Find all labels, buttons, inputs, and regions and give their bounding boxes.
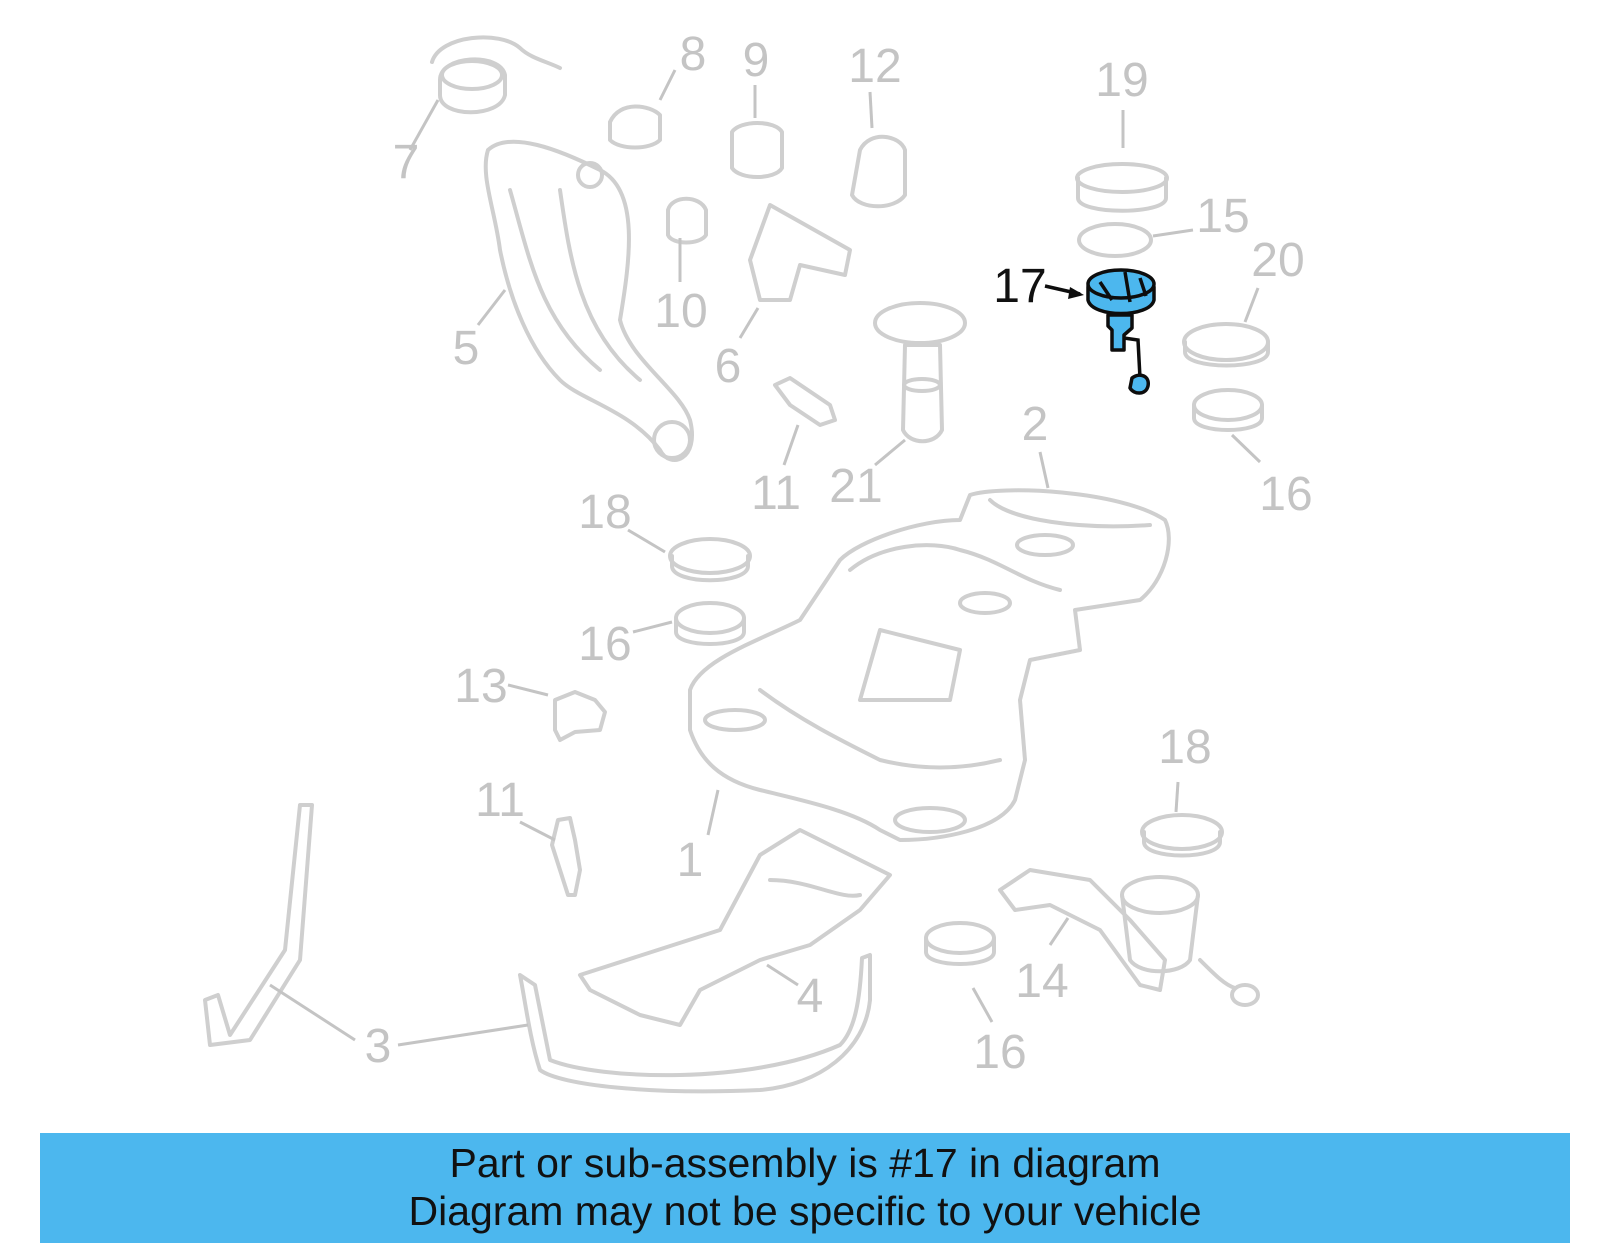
part-10-clip [666, 196, 708, 245]
callout-15: 15 [1196, 190, 1249, 243]
part-3-strap-left [203, 803, 314, 1047]
callout-16-bottom: 16 [973, 1026, 1026, 1079]
part-17-fuel-level-sender [1086, 268, 1156, 395]
callout-1: 1 [677, 834, 704, 887]
callout-3: 3 [365, 1020, 392, 1073]
part-6-bracket [748, 203, 852, 302]
part-20-ring [1182, 322, 1270, 368]
callout-12: 12 [848, 40, 901, 93]
callout-10: 10 [654, 285, 707, 338]
part-18-lock-ring-right [1140, 813, 1224, 858]
parts-diagram: 1 2 3 4 5 6 7 8 9 10 11 11 12 13 14 15 1… [203, 28, 1313, 1094]
part-16-seal-left [674, 601, 746, 646]
info-banner: Part or sub-assembly is #17 in diagram D… [40, 1133, 1570, 1243]
part-11-valve-upper [773, 376, 837, 427]
callout-6: 6 [715, 340, 742, 393]
callout-11-upper: 11 [751, 467, 801, 520]
banner-line-2: Diagram may not be specific to your vehi… [408, 1188, 1202, 1234]
callout-2: 2 [1022, 398, 1049, 451]
callout-19: 19 [1095, 54, 1148, 107]
part-3-strap-bottom [518, 953, 872, 1094]
banner-line-1: Part or sub-assembly is #17 in diagram [449, 1140, 1161, 1186]
callout-8: 8 [680, 28, 707, 81]
callout-7: 7 [393, 136, 420, 189]
part-4-shield [578, 828, 892, 1027]
leader-17-arrow [1068, 287, 1084, 299]
part-13-valve [553, 690, 607, 742]
callout-5: 5 [453, 322, 480, 375]
part-11-valve-lower [550, 816, 582, 897]
part-9-cap [730, 121, 784, 179]
callout-4: 4 [797, 970, 824, 1023]
leader-lines [269, 69, 1262, 1047]
part-18-lock-ring-left [668, 537, 752, 583]
part-15-seal [1077, 222, 1153, 258]
part-2-fuel-tank [688, 488, 1171, 842]
part-19-lock-ring [1075, 162, 1169, 213]
callout-21: 21 [829, 460, 882, 513]
callout-20: 20 [1251, 234, 1304, 287]
part-16-seal-bottom [924, 921, 996, 966]
callout-18-right: 18 [1158, 721, 1211, 774]
part-14-sender-assembly [998, 868, 1260, 1007]
callout-9: 9 [743, 34, 770, 87]
part-16-seal-upper [1192, 388, 1264, 432]
callout-18-left: 18 [578, 486, 631, 539]
callout-11-lower: 11 [475, 774, 525, 827]
part-5-filler-neck [483, 139, 694, 462]
callout-16-left: 16 [578, 618, 631, 671]
part-21-fuel-pump [873, 301, 967, 444]
callout-14: 14 [1015, 955, 1068, 1008]
callout-17: 17 [993, 260, 1046, 313]
callout-13: 13 [454, 660, 507, 713]
part-12-sensor [850, 134, 907, 209]
part-8-valve [608, 104, 662, 150]
callout-16-right: 16 [1259, 468, 1312, 521]
part-7-fuel-cap [430, 35, 562, 115]
